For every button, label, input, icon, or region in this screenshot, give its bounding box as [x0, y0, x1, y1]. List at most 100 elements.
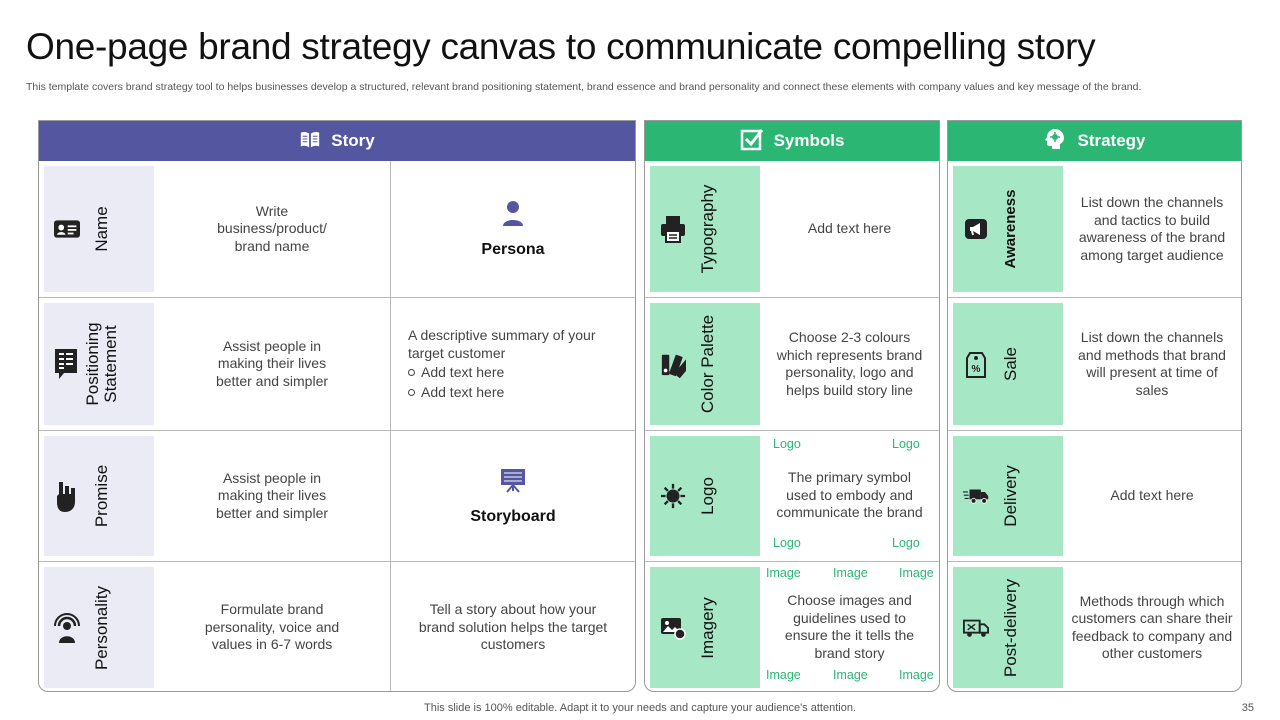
storyboard-label: Storyboard — [470, 507, 556, 525]
footer-note: This slide is 100% editable. Adapt it to… — [424, 702, 856, 714]
symbols-row-color-palette: Color Palette Choose 2-3 colours which r… — [645, 298, 939, 431]
strategy-delivery-text: Add text here — [1110, 487, 1194, 504]
id-card-icon — [54, 216, 80, 242]
strategy-row-post-delivery: Post-delivery Methods through which cust… — [948, 562, 1241, 691]
story-name-text: Write business/product/ brand name — [217, 202, 327, 254]
storyboard-cell: Storyboard — [390, 431, 635, 561]
story-label-cell: Positioning Statement — [44, 303, 154, 425]
story-label-promise: Promise — [92, 464, 111, 528]
descriptive-cell: A descriptive summary of your target cus… — [390, 298, 635, 430]
strategy-row-delivery: Delivery Add text here — [948, 431, 1241, 562]
story-label-positioning: Positioning Statement — [83, 322, 120, 406]
image-tag: Image — [766, 566, 801, 580]
symbols-color-text: Choose 2-3 colours which represents bran… — [776, 329, 923, 398]
story-label-personality: Personality — [92, 585, 111, 670]
logo-tag: Logo — [773, 536, 801, 550]
logo-tag: Logo — [892, 536, 920, 550]
document-icon — [54, 349, 80, 379]
strategy-label-cell: Delivery — [953, 436, 1063, 556]
person-signal-icon — [54, 612, 80, 643]
symbols-row-typography: Typography Add text here — [645, 161, 939, 298]
image-tag: Image — [899, 566, 934, 580]
strategy-label-cell: Awareness — [953, 166, 1063, 292]
symbols-label-logo: Logo — [698, 477, 717, 515]
svg-text:%: % — [972, 364, 981, 375]
truck-icon — [963, 483, 989, 509]
symbols-panel: Symbols Typography Add text here Color P… — [644, 120, 940, 692]
strategy-label-awareness: Awareness — [1002, 189, 1019, 269]
symbols-logo-text: The primary symbol used to embody and co… — [776, 469, 923, 520]
persona-cell: Persona — [390, 161, 635, 297]
printer-icon — [660, 216, 686, 243]
symbols-label-imagery: Imagery — [698, 596, 717, 659]
symbols-logo-cell: Logo Logo The primary symbol used to emb… — [760, 431, 939, 561]
symbols-header-label: Symbols — [773, 131, 845, 150]
story-label-name: Name — [92, 206, 111, 252]
bullet-item: Add text here — [408, 384, 618, 402]
page-number: 35 — [1241, 702, 1254, 714]
presentation-board-icon — [500, 467, 526, 498]
symbols-label-cell: Typography — [650, 166, 760, 292]
strategy-label-sale: Sale — [1001, 346, 1020, 382]
image-tag: Image — [766, 668, 801, 682]
story-personality-text: Formulate brand personality, voice and v… — [204, 601, 340, 653]
symbols-label-cell: Imagery — [650, 567, 760, 688]
story-header: Story — [39, 121, 635, 161]
image-tag: Image — [899, 668, 934, 682]
user-icon — [502, 200, 524, 231]
story-label-cell: Personality — [44, 567, 154, 688]
book-icon — [299, 128, 321, 155]
symbols-label-color-palette: Color Palette — [698, 314, 717, 414]
bullet-item: Add text here — [408, 364, 618, 382]
swatch-icon — [660, 351, 686, 378]
image-tag: Image — [833, 566, 868, 580]
story-row-positioning: Positioning Statement Assist people in m… — [39, 298, 635, 431]
delivery-van-icon — [963, 615, 989, 641]
image-tag: Image — [833, 668, 868, 682]
strategy-row-sale: % Sale List down the channels and method… — [948, 298, 1241, 431]
symbols-imagery-text: Choose images and guidelines used to ens… — [784, 592, 915, 661]
story-row-personality: Personality Formulate brand personality,… — [39, 562, 635, 691]
story-promise-text: Assist people in making their lives bett… — [215, 469, 329, 521]
strategy-label-cell: % Sale — [953, 303, 1063, 425]
symbols-label-typography: Typography — [698, 184, 717, 274]
strategy-sale-text: List down the channels and methods that … — [1078, 329, 1226, 398]
logo-tag: Logo — [773, 437, 801, 451]
symbols-header: Symbols — [645, 121, 939, 161]
image-icon — [660, 615, 686, 641]
descriptive-summary: A descriptive summary of your target cus… — [408, 327, 596, 361]
slide-title: One-page brand strategy canvas to commun… — [26, 26, 1096, 67]
strategy-label-delivery: Delivery — [1001, 465, 1020, 527]
checkbox-icon — [740, 127, 764, 156]
logo-tag: Logo — [892, 437, 920, 451]
story-row-promise: Promise Assist people in making their li… — [39, 431, 635, 562]
strategy-post-delivery-text: Methods through which customers can shar… — [1071, 592, 1233, 662]
story-header-label: Story — [331, 131, 375, 150]
symbols-row-logo: Logo Logo Logo The primary symbol used t… — [645, 431, 939, 562]
story-label-cell: Name — [44, 166, 154, 292]
strategy-header: Strategy — [948, 121, 1241, 161]
sun-burst-icon — [660, 483, 686, 509]
strategy-row-awareness: Awareness List down the channels and tac… — [948, 161, 1241, 298]
persona-label: Persona — [481, 240, 545, 258]
symbols-label-cell: Color Palette — [650, 303, 760, 425]
story-row-name: Name Write business/product/ brand name … — [39, 161, 635, 298]
symbols-row-imagery: Imagery Image Image Image Choose images … — [645, 562, 939, 691]
brain-gear-icon — [1043, 127, 1067, 156]
megaphone-icon — [963, 216, 989, 242]
strategy-label-cell: Post-delivery — [953, 567, 1063, 688]
hand-icon — [54, 482, 80, 512]
strategy-header-label: Strategy — [1077, 131, 1146, 150]
story-text-cell: Tell a story about how your brand soluti… — [390, 562, 635, 691]
story-label-cell: Promise — [44, 436, 154, 556]
symbols-imagery-cell: Image Image Image Choose images and guid… — [760, 562, 939, 691]
strategy-panel: Strategy Awareness List down the channel… — [947, 120, 1242, 692]
story-positioning-text: Assist people in making their lives bett… — [215, 337, 329, 389]
symbols-typography-text: Add text here — [807, 220, 892, 237]
strategy-label-post-delivery: Post-delivery — [1001, 578, 1020, 677]
symbols-label-cell: Logo — [650, 436, 760, 556]
strategy-awareness-text: List down the channels and tactics to bu… — [1078, 194, 1226, 263]
story-panel: Story Name Write business/product/ brand… — [38, 120, 636, 692]
price-tag-icon: % — [963, 351, 989, 378]
slide-subtitle: This template covers brand strategy tool… — [26, 81, 1142, 93]
